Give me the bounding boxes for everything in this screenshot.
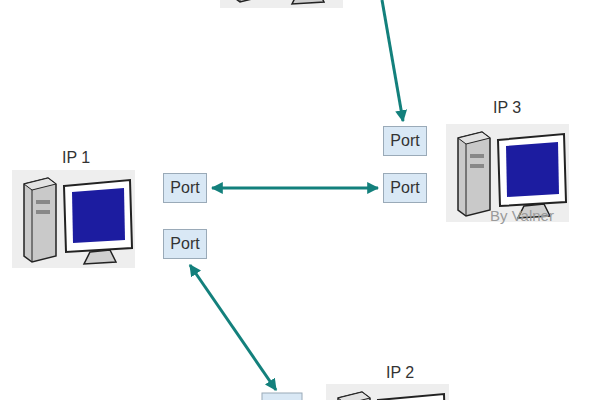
computer-icon — [326, 384, 449, 400]
port-box: Port — [163, 173, 207, 203]
watermark: By Valner — [490, 207, 554, 224]
port-label: Port — [390, 132, 419, 150]
ip-label: IP 3 — [493, 99, 521, 117]
port-box: Port — [383, 173, 427, 203]
port-box: Port — [383, 126, 427, 156]
computer-icon — [220, 0, 343, 8]
ip-label: IP 1 — [62, 149, 90, 167]
port-box — [262, 393, 302, 400]
arrow-line — [190, 265, 276, 390]
port-label: Port — [170, 235, 199, 253]
port-label: Port — [170, 179, 199, 197]
port-label: Port — [390, 179, 419, 197]
ip-label: IP 2 — [386, 364, 414, 382]
computer-icon — [12, 170, 135, 268]
connector-arrow — [212, 187, 378, 190]
arrow-line — [382, 0, 403, 121]
port-box: Port — [163, 229, 207, 259]
